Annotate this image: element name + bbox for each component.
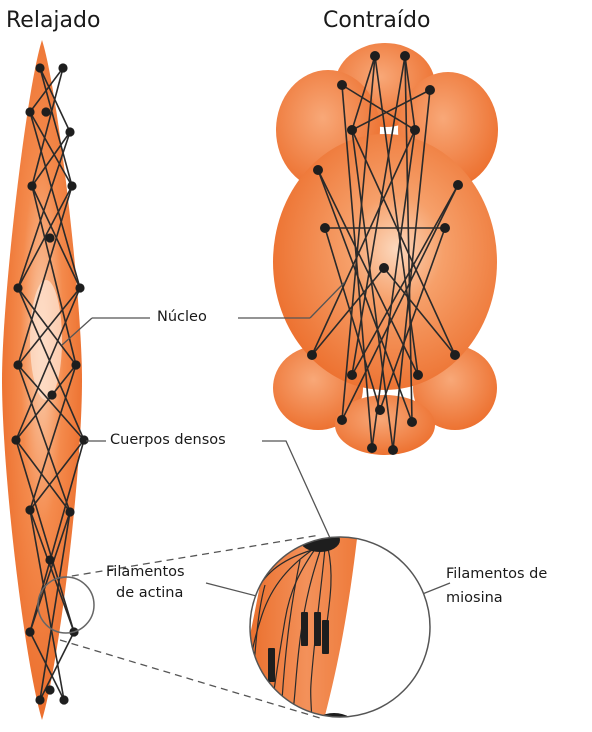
dense-body (367, 443, 377, 453)
dense-body (375, 405, 385, 415)
myosin-filament (314, 612, 321, 646)
dense-body (347, 370, 357, 380)
magnified-view (230, 528, 430, 727)
myosin-filament (322, 620, 329, 654)
dense-body (400, 51, 410, 61)
dense-body (13, 283, 22, 292)
dense-body (379, 263, 389, 273)
dense-body (25, 107, 34, 116)
dense-body (11, 435, 20, 444)
contracted-cell (273, 43, 498, 455)
title-contracted: Contraído (323, 8, 430, 33)
dense-body (47, 390, 56, 399)
label-myosin-line1: Filamentos de (446, 562, 547, 586)
dense-body (440, 223, 450, 233)
dense-body (425, 85, 435, 95)
label-actin: Filamentos de actina (106, 562, 185, 604)
dense-body (35, 63, 44, 72)
myosin-filament (268, 648, 275, 682)
myosin-filament (301, 612, 308, 646)
dense-body (410, 125, 420, 135)
dense-body (347, 125, 357, 135)
dense-bodies-callout-right (262, 441, 330, 538)
dense-body (450, 350, 460, 360)
myosin-filament (238, 618, 245, 654)
dense-body (45, 233, 54, 242)
dense-body (75, 283, 84, 292)
dense-body (41, 107, 50, 116)
myosin-filament (240, 660, 247, 688)
dense-body (13, 360, 22, 369)
dense-body (337, 80, 347, 90)
dense-body (58, 63, 67, 72)
dense-body (45, 555, 54, 564)
label-actin-line1: Filamentos (106, 562, 185, 583)
dense-body (79, 435, 88, 444)
dense-body (413, 370, 423, 380)
dense-body (65, 507, 74, 516)
relaxed-cell (2, 40, 89, 720)
label-dense-bodies: Cuerpos densos (108, 431, 228, 450)
dense-body (67, 181, 76, 190)
dense-body (307, 350, 317, 360)
dense-body (407, 417, 417, 427)
dense-body (453, 180, 463, 190)
label-myosin-line2: miosina (446, 586, 547, 610)
dense-body (370, 51, 380, 61)
dense-body (388, 445, 398, 455)
dense-body (313, 165, 323, 175)
label-nucleus: Núcleo (154, 308, 210, 327)
dense-body (25, 627, 34, 636)
dense-body (25, 505, 34, 514)
dense-body (45, 685, 54, 694)
dense-body (337, 415, 347, 425)
dense-body (27, 181, 36, 190)
dense-body (65, 127, 74, 136)
label-myosin: Filamentos de miosina (446, 562, 547, 610)
dense-body (320, 223, 330, 233)
dense-body (71, 360, 80, 369)
label-actin-line2: de actina (106, 583, 185, 604)
dense-body (59, 695, 68, 704)
dense-body (35, 695, 44, 704)
title-relaxed: Relajado (6, 8, 100, 33)
